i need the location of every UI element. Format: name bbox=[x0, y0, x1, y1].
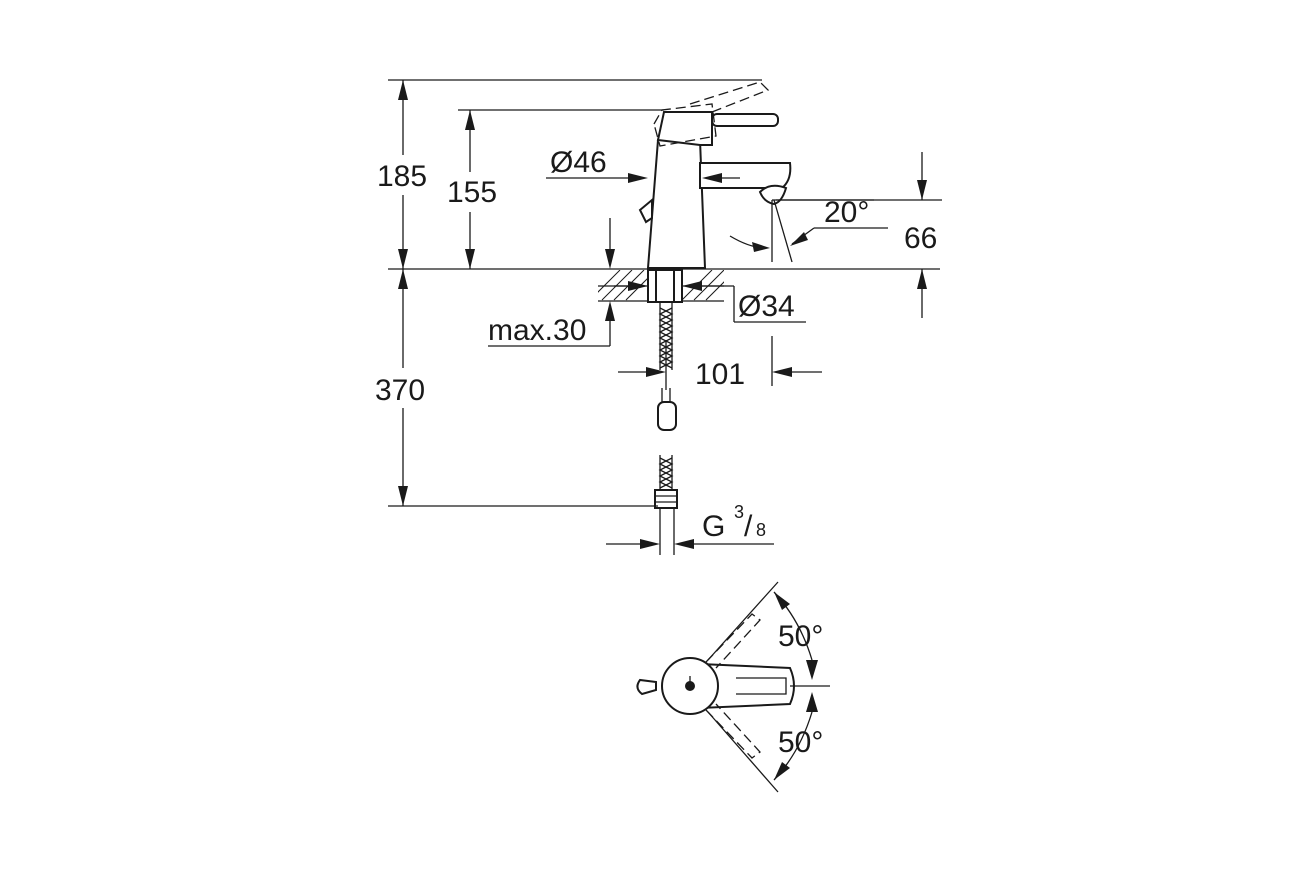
dim-diameter-34: Ø34 bbox=[614, 281, 806, 323]
dim-155: 155 bbox=[440, 109, 664, 269]
label-rotation-down: 50° bbox=[778, 726, 823, 759]
label-angle-20: 20° bbox=[824, 196, 869, 229]
dim-thread-g38: G 3 / 8 bbox=[606, 502, 774, 549]
dim-angle-20: 20° bbox=[729, 196, 888, 263]
dim-max-30: max.30 bbox=[488, 218, 615, 347]
supply-hose bbox=[654, 302, 678, 555]
faucet-body bbox=[638, 139, 792, 269]
label-max-30: max.30 bbox=[488, 314, 586, 347]
dim-66: 66 bbox=[772, 152, 942, 318]
label-diameter-46: Ø46 bbox=[550, 146, 607, 179]
dim-185: 185 bbox=[370, 79, 762, 269]
dim-370: 370 bbox=[368, 269, 658, 507]
dim-101: 101 bbox=[618, 336, 822, 391]
label-101: 101 bbox=[695, 358, 745, 391]
label-185: 185 bbox=[377, 160, 427, 193]
lever-handle bbox=[656, 111, 779, 146]
lever-raised-outline bbox=[653, 81, 770, 147]
dim-diameter-46: Ø46 bbox=[546, 146, 740, 183]
label-rotation-up: 50° bbox=[778, 620, 823, 653]
top-view: 50° 50° bbox=[636, 581, 830, 793]
label-thread-g: G bbox=[702, 510, 725, 543]
popup-knob-top bbox=[636, 678, 657, 696]
label-370: 370 bbox=[375, 374, 425, 407]
label-thread-slash: / bbox=[744, 510, 753, 543]
lever-top bbox=[699, 662, 795, 710]
label-66: 66 bbox=[904, 222, 937, 255]
side-view: 185 155 Ø46 20° bbox=[368, 79, 942, 555]
label-thread-numerator: 3 bbox=[734, 502, 744, 522]
label-diameter-34: Ø34 bbox=[738, 290, 795, 323]
label-thread-denominator: 8 bbox=[756, 520, 766, 540]
label-155: 155 bbox=[447, 176, 497, 209]
mounting-shank bbox=[647, 269, 683, 303]
